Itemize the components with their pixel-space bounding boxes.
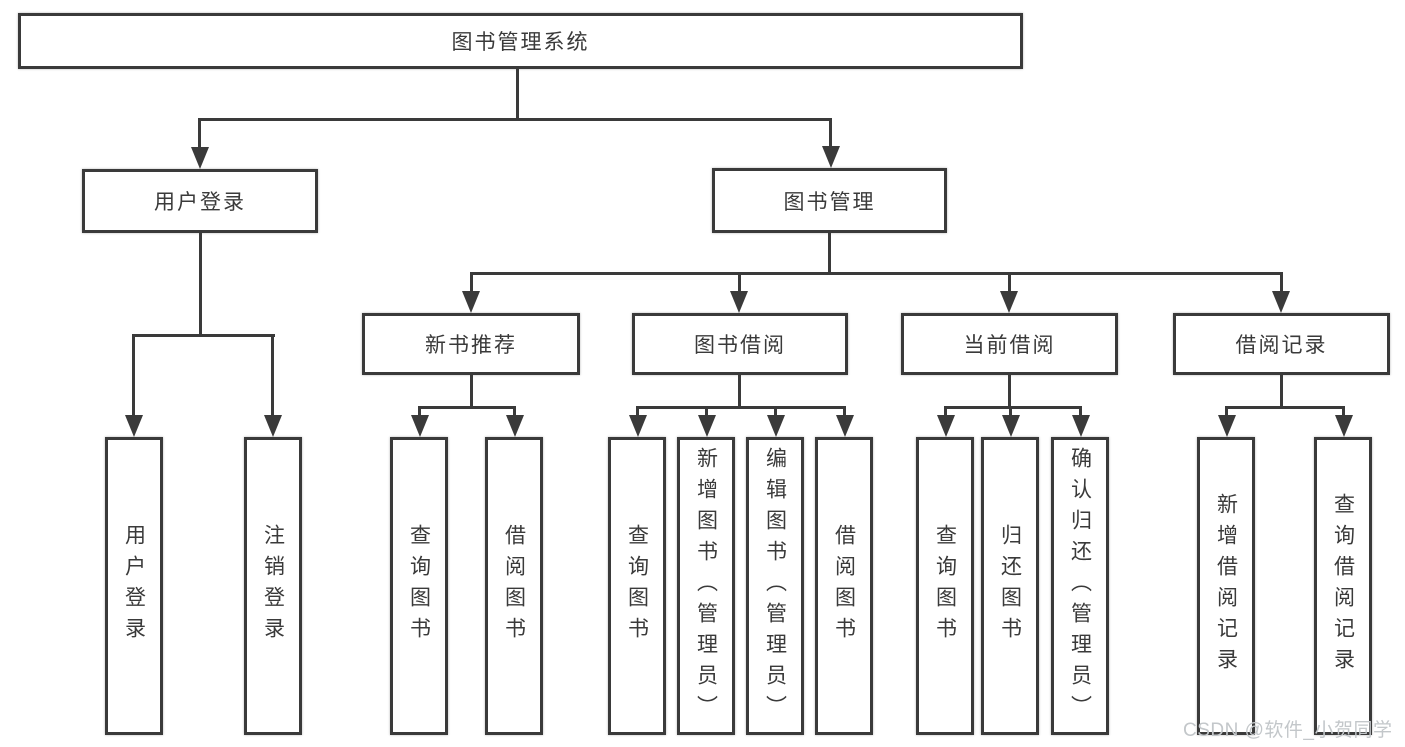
arrowhead-down-icon	[462, 291, 480, 313]
leaf-label: 归还图书	[998, 524, 1022, 648]
leaf-label: 借阅图书	[502, 524, 526, 648]
leaf-query-books: 查询图书	[608, 437, 666, 735]
leaf-label: 新增图书（管理员）	[694, 446, 718, 726]
leaf-query-books: 查询图书	[916, 437, 974, 735]
leaf-logout: 注销登录	[244, 437, 302, 735]
leaf-label: 借阅图书	[832, 524, 856, 648]
arrowhead-down-icon	[506, 415, 524, 437]
connector-line	[198, 118, 201, 150]
node-label: 图书管理	[783, 190, 876, 214]
leaf-label: 用户登录	[122, 524, 146, 648]
leaf-query-borrow-record: 查询借阅记录	[1314, 437, 1372, 735]
arrowhead-down-icon	[1072, 415, 1090, 437]
node-current-borrowing: 当前借阅	[901, 313, 1118, 375]
connector-line	[944, 406, 947, 418]
arrowhead-down-icon	[411, 415, 429, 437]
connector-line	[470, 375, 473, 408]
arrowhead-down-icon	[937, 415, 955, 437]
connector-line	[636, 406, 639, 418]
leaf-query-books: 查询图书	[390, 437, 448, 735]
leaf-label: 查询图书	[625, 524, 649, 648]
connector-line	[132, 334, 275, 337]
leaf-label: 确认归还（管理员）	[1068, 446, 1092, 726]
node-label: 图书管理系统	[451, 31, 590, 54]
node-book-borrowing: 图书借阅	[632, 313, 848, 375]
arrowhead-down-icon	[1218, 415, 1236, 437]
arrowhead-down-icon	[191, 147, 209, 169]
arrowhead-down-icon	[698, 415, 716, 437]
leaf-add-borrow-record: 新增借阅记录	[1197, 437, 1255, 735]
connector-line	[738, 272, 741, 294]
leaf-borrow-books: 借阅图书	[485, 437, 543, 735]
connector-line	[516, 68, 519, 120]
connector-line	[198, 118, 832, 121]
node-label: 用户登录	[154, 191, 246, 214]
leaf-label: 查询借阅记录	[1331, 493, 1355, 679]
connector-line	[418, 406, 421, 418]
leaf-edit-books-admin: 编辑图书（管理员）	[746, 437, 804, 735]
arrowhead-down-icon	[822, 146, 840, 168]
connector-line	[271, 334, 274, 417]
arrowhead-down-icon	[629, 415, 647, 437]
connector-line	[1280, 272, 1283, 294]
connector-line	[738, 375, 741, 408]
csdn-watermark: CSDN @软件_小贺同学	[1183, 720, 1393, 741]
connector-line	[828, 233, 831, 275]
node-label: 借阅记录	[1235, 334, 1328, 357]
node-user-login: 用户登录	[82, 169, 318, 233]
leaf-borrow-books: 借阅图书	[815, 437, 873, 735]
leaf-label: 编辑图书（管理员）	[763, 446, 787, 726]
arrowhead-down-icon	[767, 415, 785, 437]
node-label: 图书借阅	[694, 334, 786, 357]
leaf-confirm-return-admin: 确认归还（管理员）	[1051, 437, 1109, 735]
connector-line	[470, 272, 473, 294]
arrowhead-down-icon	[1002, 415, 1020, 437]
connector-line	[944, 406, 1081, 409]
leaf-return-books: 归还图书	[981, 437, 1039, 735]
leaf-label: 新增借阅记录	[1214, 493, 1238, 679]
leaf-label: 注销登录	[261, 524, 285, 648]
connector-line	[1009, 406, 1012, 418]
node-borrowing-records: 借阅记录	[1173, 313, 1390, 375]
arrowhead-down-icon	[836, 415, 854, 437]
connector-line	[470, 272, 1283, 275]
arrowhead-down-icon	[1000, 291, 1018, 313]
leaf-user-login: 用户登录	[105, 437, 163, 735]
arrowhead-down-icon	[730, 291, 748, 313]
connector-line	[1225, 406, 1344, 409]
connector-line	[705, 406, 708, 418]
leaf-label: 查询图书	[407, 524, 431, 648]
node-new-book-recommendation: 新书推荐	[362, 313, 580, 375]
leaf-label: 查询图书	[933, 524, 957, 648]
connector-line	[1280, 375, 1283, 408]
connector-line	[843, 406, 846, 418]
leaf-add-books-admin: 新增图书（管理员）	[677, 437, 735, 735]
connector-line	[199, 233, 202, 336]
connector-line	[1008, 272, 1011, 294]
connector-line	[774, 406, 777, 418]
connector-line	[829, 118, 832, 150]
arrowhead-down-icon	[264, 415, 282, 437]
connector-line	[636, 406, 845, 409]
connector-line	[132, 334, 135, 417]
node-label: 当前借阅	[963, 334, 1056, 357]
arrowhead-down-icon	[125, 415, 143, 437]
connector-line	[1225, 406, 1228, 418]
arrowhead-down-icon	[1272, 291, 1290, 313]
connector-line	[418, 406, 516, 409]
node-book-management: 图书管理	[712, 168, 947, 233]
node-library-management-system: 图书管理系统	[18, 13, 1023, 69]
node-label: 新书推荐	[425, 334, 517, 357]
connector-line	[1008, 375, 1011, 408]
arrowhead-down-icon	[1335, 415, 1353, 437]
connector-line	[513, 406, 516, 418]
connector-line	[1342, 406, 1345, 418]
connector-line	[1079, 406, 1082, 418]
